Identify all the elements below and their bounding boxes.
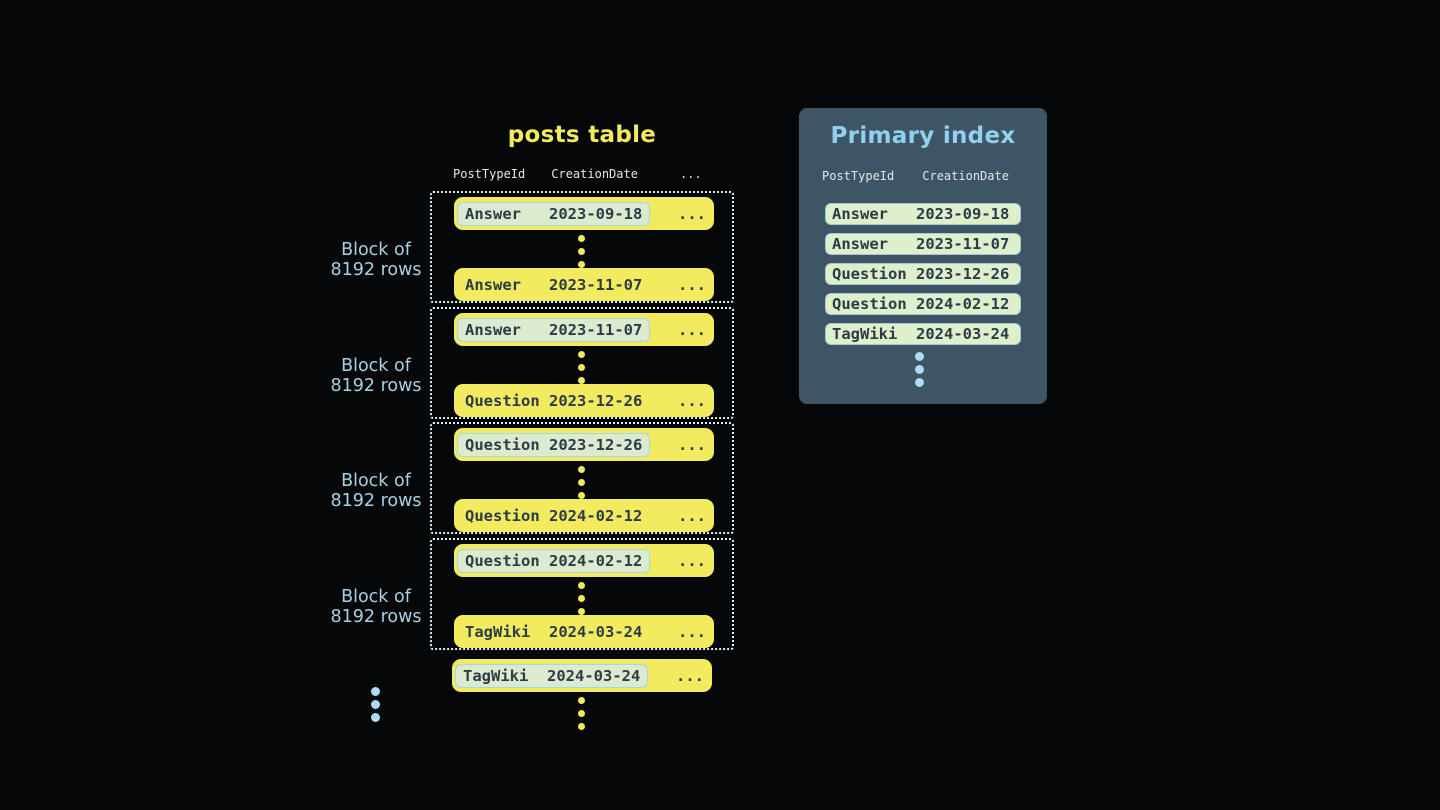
vertical-ellipsis-dots xyxy=(578,582,585,615)
primary-index-panel: Primary index PostTypeId CreationDate An… xyxy=(799,108,1047,404)
primary-index-column-headers: PostTypeId CreationDate xyxy=(822,169,1009,183)
column-header-more-ellipsis: ... xyxy=(679,167,702,181)
row-ellipsis: ... xyxy=(678,204,706,223)
column-header-creationdate: CreationDate xyxy=(922,169,1009,183)
block-label-4: Block of 8192 rows xyxy=(330,587,422,627)
row-ellipsis: ... xyxy=(678,320,706,339)
posts-table-column-headers: PostTypeId CreationDate ... xyxy=(453,167,702,181)
index-continues-dots xyxy=(915,352,924,387)
primary-index-title: Primary index xyxy=(830,123,1016,149)
column-header-creationdate: CreationDate xyxy=(551,167,638,181)
column-header-posttypeid: PostTypeId xyxy=(453,167,526,181)
vertical-ellipsis-dots xyxy=(578,466,585,499)
table-continues-dots xyxy=(578,697,585,730)
block-label-3: Block of 8192 rows xyxy=(330,471,422,511)
row-ellipsis: ... xyxy=(678,435,706,454)
row-ellipsis: ... xyxy=(678,551,706,570)
vertical-ellipsis-dots xyxy=(578,351,585,384)
row-ellipsis: ... xyxy=(678,622,706,641)
block-label-2: Block of 8192 rows xyxy=(330,356,422,396)
row-ellipsis: ... xyxy=(678,275,706,294)
column-header-posttypeid: PostTypeId xyxy=(822,169,895,183)
row-ellipsis: ... xyxy=(678,506,706,525)
posts-table-title: posts table xyxy=(507,122,657,148)
vertical-ellipsis-dots xyxy=(578,235,585,268)
blocks-continue-dots xyxy=(371,687,380,722)
row-ellipsis: ... xyxy=(676,666,704,685)
row-ellipsis: ... xyxy=(678,391,706,410)
block-label-1: Block of 8192 rows xyxy=(330,240,422,280)
